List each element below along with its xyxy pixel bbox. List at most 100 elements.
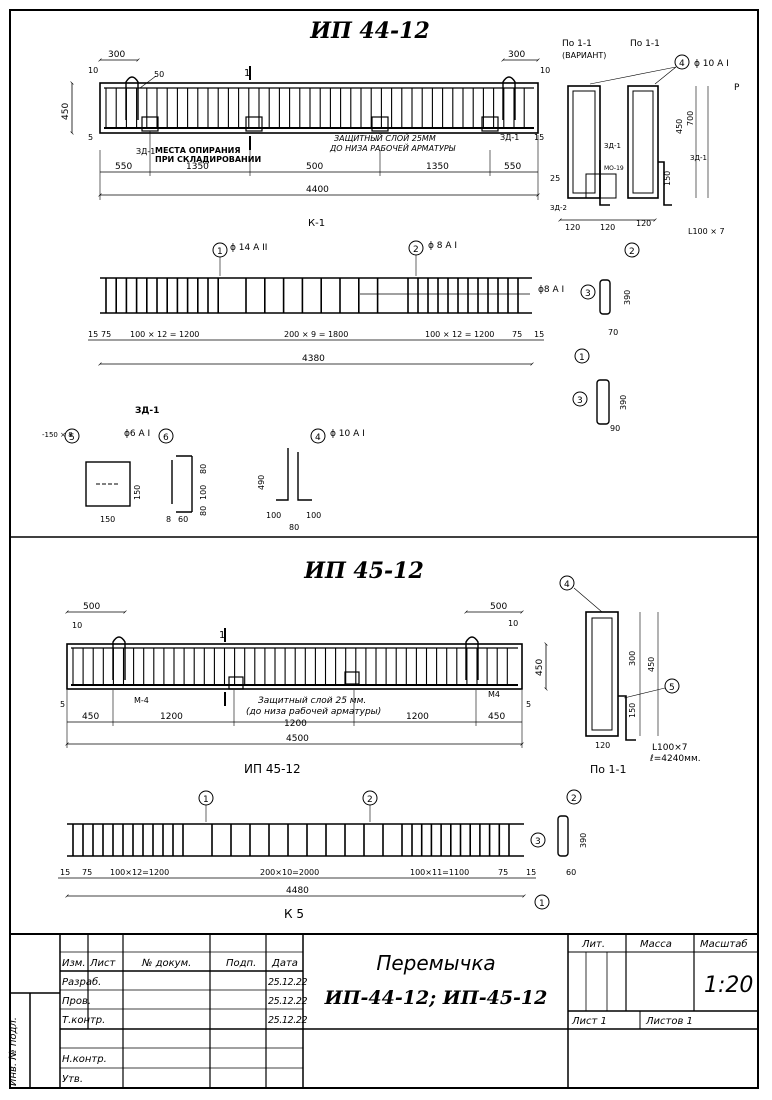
mark-2: 2	[571, 794, 577, 804]
dim-500: 500	[83, 602, 100, 612]
dim-5: 5	[88, 133, 93, 142]
section-label: По 1-1	[562, 39, 592, 49]
dim-90: 90	[610, 424, 620, 433]
dim-chain: 500	[306, 162, 323, 172]
stamp-side-label: Инв. № подл.	[8, 1017, 19, 1086]
dim-80: 80	[199, 506, 208, 516]
stamp-title: Перемычка	[376, 951, 495, 975]
dim-15: 15	[60, 868, 70, 877]
rebar-label: ϕ 8 А I	[428, 241, 457, 251]
callout-zd1: ЗД-1	[604, 142, 621, 150]
dim-75: 75	[498, 868, 508, 877]
dim-100: 100	[199, 485, 208, 500]
rebar-label: ϕ 10 А I	[330, 429, 365, 439]
bottom-title: ИП 45-12	[303, 558, 424, 584]
mark-4: 4	[564, 580, 570, 590]
callout-zd1: ЗД-1	[500, 133, 519, 142]
dim-5: 5	[60, 700, 65, 709]
detail-title: ЗД-1	[135, 406, 159, 416]
stamp-r-prov: Пров.	[62, 996, 91, 1007]
mark-4: 4	[315, 433, 321, 443]
dim-75: 75	[101, 330, 111, 339]
embedded-plate	[245, 116, 263, 132]
section-caption: По 1-1	[590, 763, 626, 776]
dim-450: 450	[61, 103, 71, 120]
note-support: МЕСТА ОПИРАНИЯ	[155, 146, 241, 155]
top-elevation: 1 300 300 10 10 50 450 5 15 ЗД-1 ЗД-1 МЕ…	[61, 50, 550, 200]
bottom-section: 4 300 450 150 5 120 L100×7 ℓ=4240мм. По …	[559, 575, 701, 776]
dim-seg: 100×11=1100	[410, 868, 469, 877]
dim-70: 70	[608, 328, 618, 337]
dim-chain: 1200	[406, 712, 429, 722]
rebar-label: ϕ 14 А II	[230, 243, 267, 253]
dim-chain: 1350	[426, 162, 449, 172]
stamp-date: 25.12.22	[268, 996, 307, 1007]
mark-6: 6	[163, 433, 169, 443]
callout-m4: М4	[488, 690, 500, 699]
dim-10: 10	[88, 66, 98, 75]
beam-outline-bottom	[66, 643, 523, 690]
plate-5	[85, 461, 131, 507]
dim-chain: 1350	[186, 162, 209, 172]
top-sections: По 1-1 (ВАРИАНТ) По 1-1 4 ϕ 10 А I Р 25 …	[550, 39, 740, 236]
dim-chain: 550	[115, 162, 132, 172]
dim-100: 100	[306, 511, 321, 520]
top-title: ИП 44-12	[309, 18, 430, 44]
angle-label: L100 × 7	[688, 227, 725, 236]
bottom-elevation: 1 500 500 10 10 450 5 5 М-4 М4 Защитный …	[60, 602, 548, 776]
dim-chain: 450	[488, 712, 505, 722]
stirrup-details: 2 3 1 390 70 3 390 90	[572, 242, 640, 433]
dim-50: 50	[154, 70, 164, 79]
mark-3: 3	[577, 396, 583, 406]
note-cover: ДО НИЗА РАБОЧЕЙ АРМАТУРЫ	[329, 142, 456, 153]
callout-zd1: ЗД-1	[136, 147, 155, 156]
stamp-h-massa: Масса	[640, 939, 672, 950]
stamp-r-tkontr: Т.контр.	[62, 1015, 105, 1026]
dim-seg: 200×10=2000	[260, 868, 319, 877]
dim-10: 10	[540, 66, 550, 75]
lifting-loop-right	[465, 636, 479, 680]
dim-chain: 1200	[284, 719, 307, 729]
stirrup-2	[599, 279, 611, 315]
dim-150: 150	[628, 703, 637, 718]
stamp-h-doc: № докум.	[141, 958, 191, 969]
dim-390: 390	[579, 833, 588, 848]
note-cover: Защитный слой 25 мм.	[258, 696, 366, 706]
anchor-6	[171, 455, 193, 513]
dim-300: 300	[108, 50, 125, 60]
dim-75: 75	[512, 330, 522, 339]
lifting-loop-left	[125, 76, 139, 120]
title-block: Инв. № подл. Изм. Лист № докум. Подп. Да…	[8, 933, 758, 1088]
stirrup-3	[596, 379, 610, 425]
stamp-r-razrab: Разраб.	[62, 976, 101, 988]
sheet-frame	[9, 9, 759, 1089]
stamp-date: 25.12.22	[268, 1015, 307, 1026]
dim-120: 120	[595, 741, 610, 750]
dim-seg: 100×12=1200	[110, 868, 169, 877]
dim-total: 4380	[302, 354, 325, 364]
cage-title: К-1	[308, 218, 325, 229]
dim-100: 100	[266, 511, 281, 520]
dim-700: 700	[686, 111, 695, 126]
dim-seg: 100 × 12 = 1200	[130, 330, 199, 339]
section-mark: 1	[219, 630, 225, 641]
section-label: (ВАРИАНТ)	[562, 51, 606, 60]
angle-length: ℓ=4240мм.	[649, 754, 701, 764]
stamp-h-izm: Изм.	[62, 958, 86, 969]
label-p: Р	[734, 83, 740, 93]
cage-bars	[72, 824, 510, 856]
dim-25: 25	[550, 174, 560, 183]
dim-300: 300	[628, 651, 637, 666]
note-cover: (до низа рабочей арматуры)	[246, 707, 381, 717]
dim-450: 450	[647, 657, 656, 672]
dim-5: 5	[526, 700, 531, 709]
dim-80: 80	[199, 464, 208, 474]
callout-mo19: МО-19	[604, 165, 624, 172]
anchor-4	[276, 448, 312, 501]
section-variant	[567, 85, 601, 199]
dim-490: 490	[257, 475, 266, 490]
dim-150: 150	[663, 171, 672, 186]
stamp-date: 25.12.22	[268, 977, 307, 988]
dim-75: 75	[82, 868, 92, 877]
